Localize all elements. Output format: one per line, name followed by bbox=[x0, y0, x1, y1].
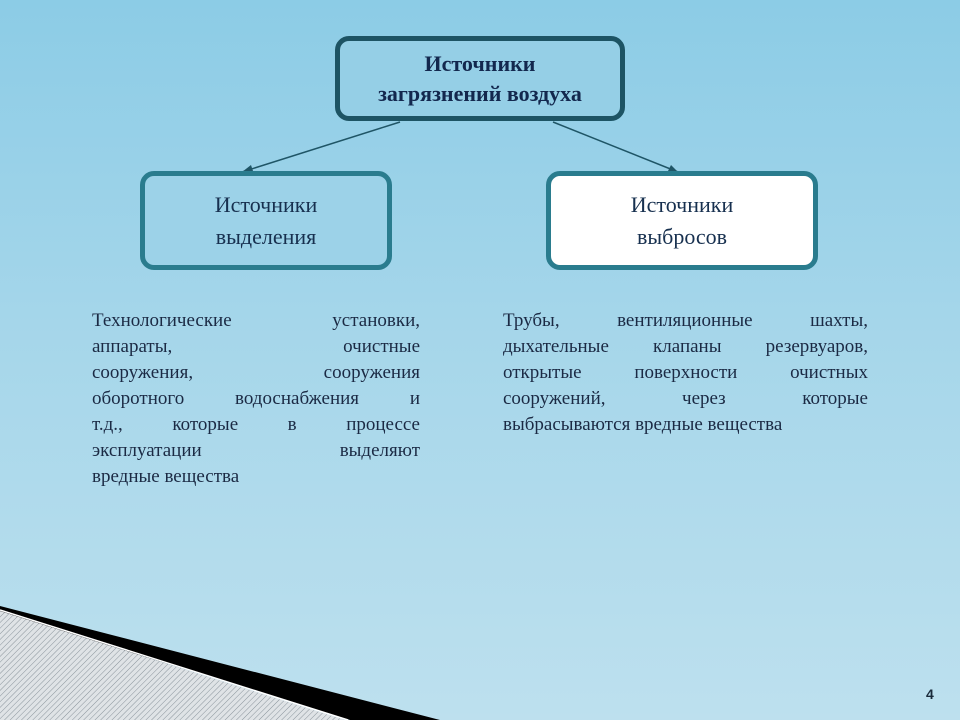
corner-black-band bbox=[0, 606, 440, 720]
text-line: открытые поверхности очистных bbox=[503, 362, 868, 383]
text-line: оборотного водоснабжения и bbox=[92, 388, 420, 409]
text-line: т.д., которые в процессе bbox=[92, 414, 420, 435]
text-line: дыхательные клапаны резервуаров, bbox=[503, 336, 868, 357]
root-node: Источники загрязнений воздуха bbox=[335, 36, 625, 121]
page-number: 4 bbox=[926, 686, 934, 702]
arrowhead-right bbox=[668, 165, 678, 172]
corner-hatched-area bbox=[0, 611, 345, 720]
text-line: аппараты, очистные bbox=[92, 336, 420, 357]
node-line: выделения bbox=[215, 223, 317, 249]
discharge-sources-node: Источники выбросов bbox=[546, 171, 818, 270]
corner-white-line bbox=[0, 609, 349, 720]
node-line: Источники bbox=[214, 191, 318, 217]
discharge-sources-description: Трубы, вентиляционные шахты, дыхательные… bbox=[503, 308, 868, 438]
text-line: вредные вещества bbox=[92, 466, 240, 487]
root-line: Источники bbox=[424, 50, 536, 76]
emission-sources-node: Источники выделения bbox=[140, 171, 392, 270]
text-line: эксплуатации выделяют bbox=[92, 440, 420, 461]
emission-sources-description: Технологические установки, аппараты, очи… bbox=[92, 308, 420, 490]
text-line: выбрасываются вредные вещества bbox=[503, 414, 783, 435]
text-line: сооружений, через которые bbox=[503, 388, 868, 409]
text-line: Трубы, вентиляционные шахты, bbox=[503, 310, 868, 331]
root-line: загрязнений воздуха bbox=[378, 80, 582, 106]
node-line: Источники bbox=[630, 191, 734, 217]
text-line: Технологические установки, bbox=[92, 310, 420, 331]
arrowhead-left bbox=[242, 165, 253, 172]
node-line: выбросов bbox=[636, 223, 728, 249]
arrow-to-right bbox=[552, 121, 679, 173]
arrow-to-left bbox=[241, 121, 401, 173]
text-line: сооружения, сооружения bbox=[92, 362, 420, 383]
